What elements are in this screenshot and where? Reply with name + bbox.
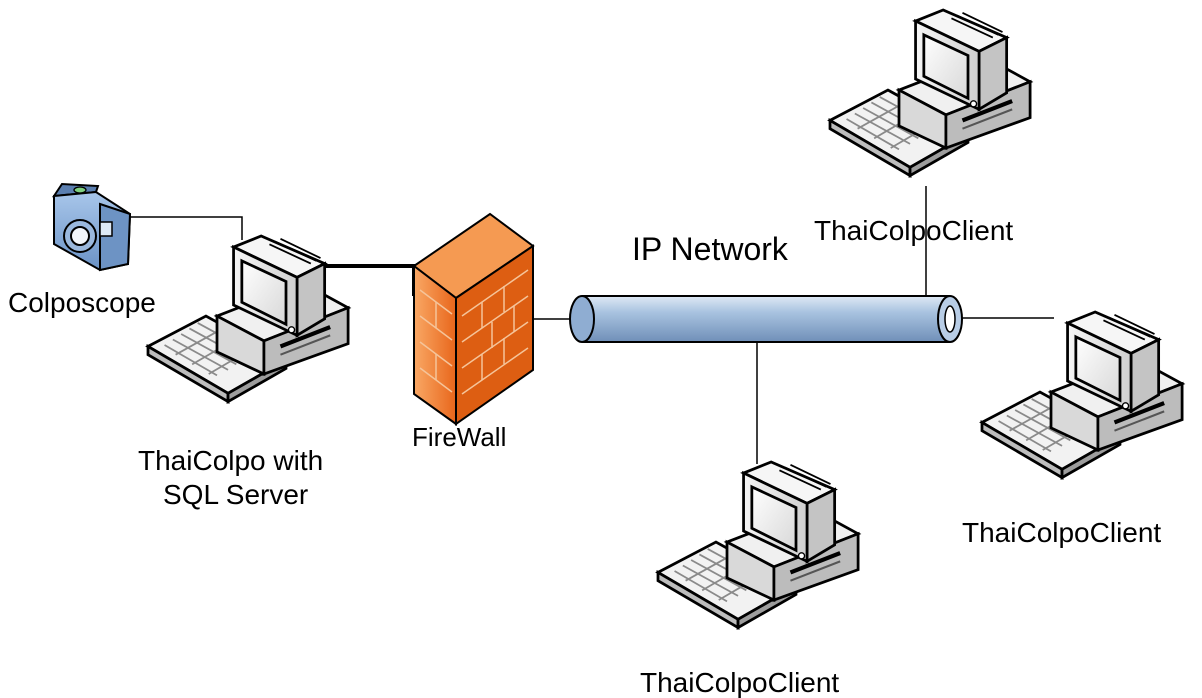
client-right-computer-icon <box>982 312 1182 478</box>
colposcope-label: Colposcope <box>8 287 156 318</box>
server-label-line1: ThaiColpo with <box>138 445 323 476</box>
client-bottom-computer-icon <box>658 462 858 628</box>
server-label-line2: SQL Server <box>163 479 308 510</box>
firewall-brick-icon <box>412 212 535 426</box>
network-label: IP Network <box>632 231 789 267</box>
client-right-label: ThaiColpoClient <box>962 517 1161 548</box>
network-pipe-icon <box>569 295 963 343</box>
server-firewall-link <box>314 264 416 296</box>
camera-cable <box>128 216 243 240</box>
server-computer-icon <box>148 236 348 402</box>
camera-icon <box>52 182 132 272</box>
client-top-computer-icon <box>830 10 1030 176</box>
client-bottom-label: ThaiColpoClient <box>640 667 839 698</box>
firewall-label: FireWall <box>412 422 506 452</box>
client-top-label: ThaiColpoClient <box>814 215 1013 246</box>
